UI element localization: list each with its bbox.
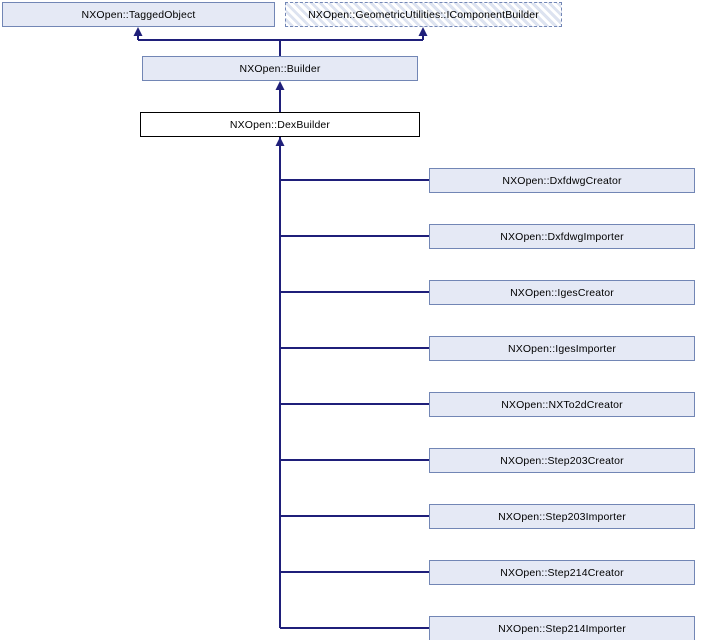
node-nxopen-igesimporter[interactable]: NXOpen::IgesImporter bbox=[429, 336, 695, 361]
node-nxopen-geometricutilities-icomponentbuilder[interactable]: NXOpen::GeometricUtilities::IComponentBu… bbox=[285, 2, 562, 27]
node-label: NXOpen::DxfdwgImporter bbox=[500, 230, 624, 243]
node-label: NXOpen::GeometricUtilities::IComponentBu… bbox=[308, 8, 539, 21]
node-label: NXOpen::DxfdwgCreator bbox=[502, 174, 622, 187]
node-label: NXOpen::Step214Creator bbox=[500, 566, 624, 579]
node-label: NXOpen::Step214Importer bbox=[498, 622, 626, 635]
node-nxopen-step203creator[interactable]: NXOpen::Step203Creator bbox=[429, 448, 695, 473]
arrowhead-dexbuilder-icon bbox=[275, 137, 285, 146]
node-nxopen-builder[interactable]: NXOpen::Builder bbox=[142, 56, 418, 81]
node-nxopen-nxto2dcreator[interactable]: NXOpen::NXTo2dCreator bbox=[429, 392, 695, 417]
node-nxopen-dxfdwgimporter[interactable]: NXOpen::DxfdwgImporter bbox=[429, 224, 695, 249]
node-label: NXOpen::IgesCreator bbox=[510, 286, 614, 299]
node-nxopen-dxfdwgcreator[interactable]: NXOpen::DxfdwgCreator bbox=[429, 168, 695, 193]
node-nxopen-dexbuilder[interactable]: NXOpen::DexBuilder bbox=[140, 112, 420, 137]
arrowhead-builder-icon bbox=[275, 81, 285, 90]
arrowhead-icomponentbuilder-icon bbox=[418, 27, 428, 36]
node-nxopen-step214creator[interactable]: NXOpen::Step214Creator bbox=[429, 560, 695, 585]
node-label: NXOpen::TaggedObject bbox=[81, 8, 196, 21]
node-label: NXOpen::NXTo2dCreator bbox=[501, 398, 623, 411]
node-nxopen-igescreator[interactable]: NXOpen::IgesCreator bbox=[429, 280, 695, 305]
node-label: NXOpen::DexBuilder bbox=[229, 118, 331, 131]
node-nxopen-taggedobject[interactable]: NXOpen::TaggedObject bbox=[2, 2, 275, 27]
node-label: NXOpen::Builder bbox=[239, 62, 321, 75]
node-label: NXOpen::Step203Importer bbox=[498, 510, 626, 523]
node-nxopen-step214importer[interactable]: NXOpen::Step214Importer bbox=[429, 616, 695, 640]
node-label: NXOpen::IgesImporter bbox=[507, 342, 617, 355]
node-label: NXOpen::Step203Creator bbox=[500, 454, 624, 467]
node-nxopen-step203importer[interactable]: NXOpen::Step203Importer bbox=[429, 504, 695, 529]
arrowhead-taggedobject-icon bbox=[133, 27, 143, 36]
